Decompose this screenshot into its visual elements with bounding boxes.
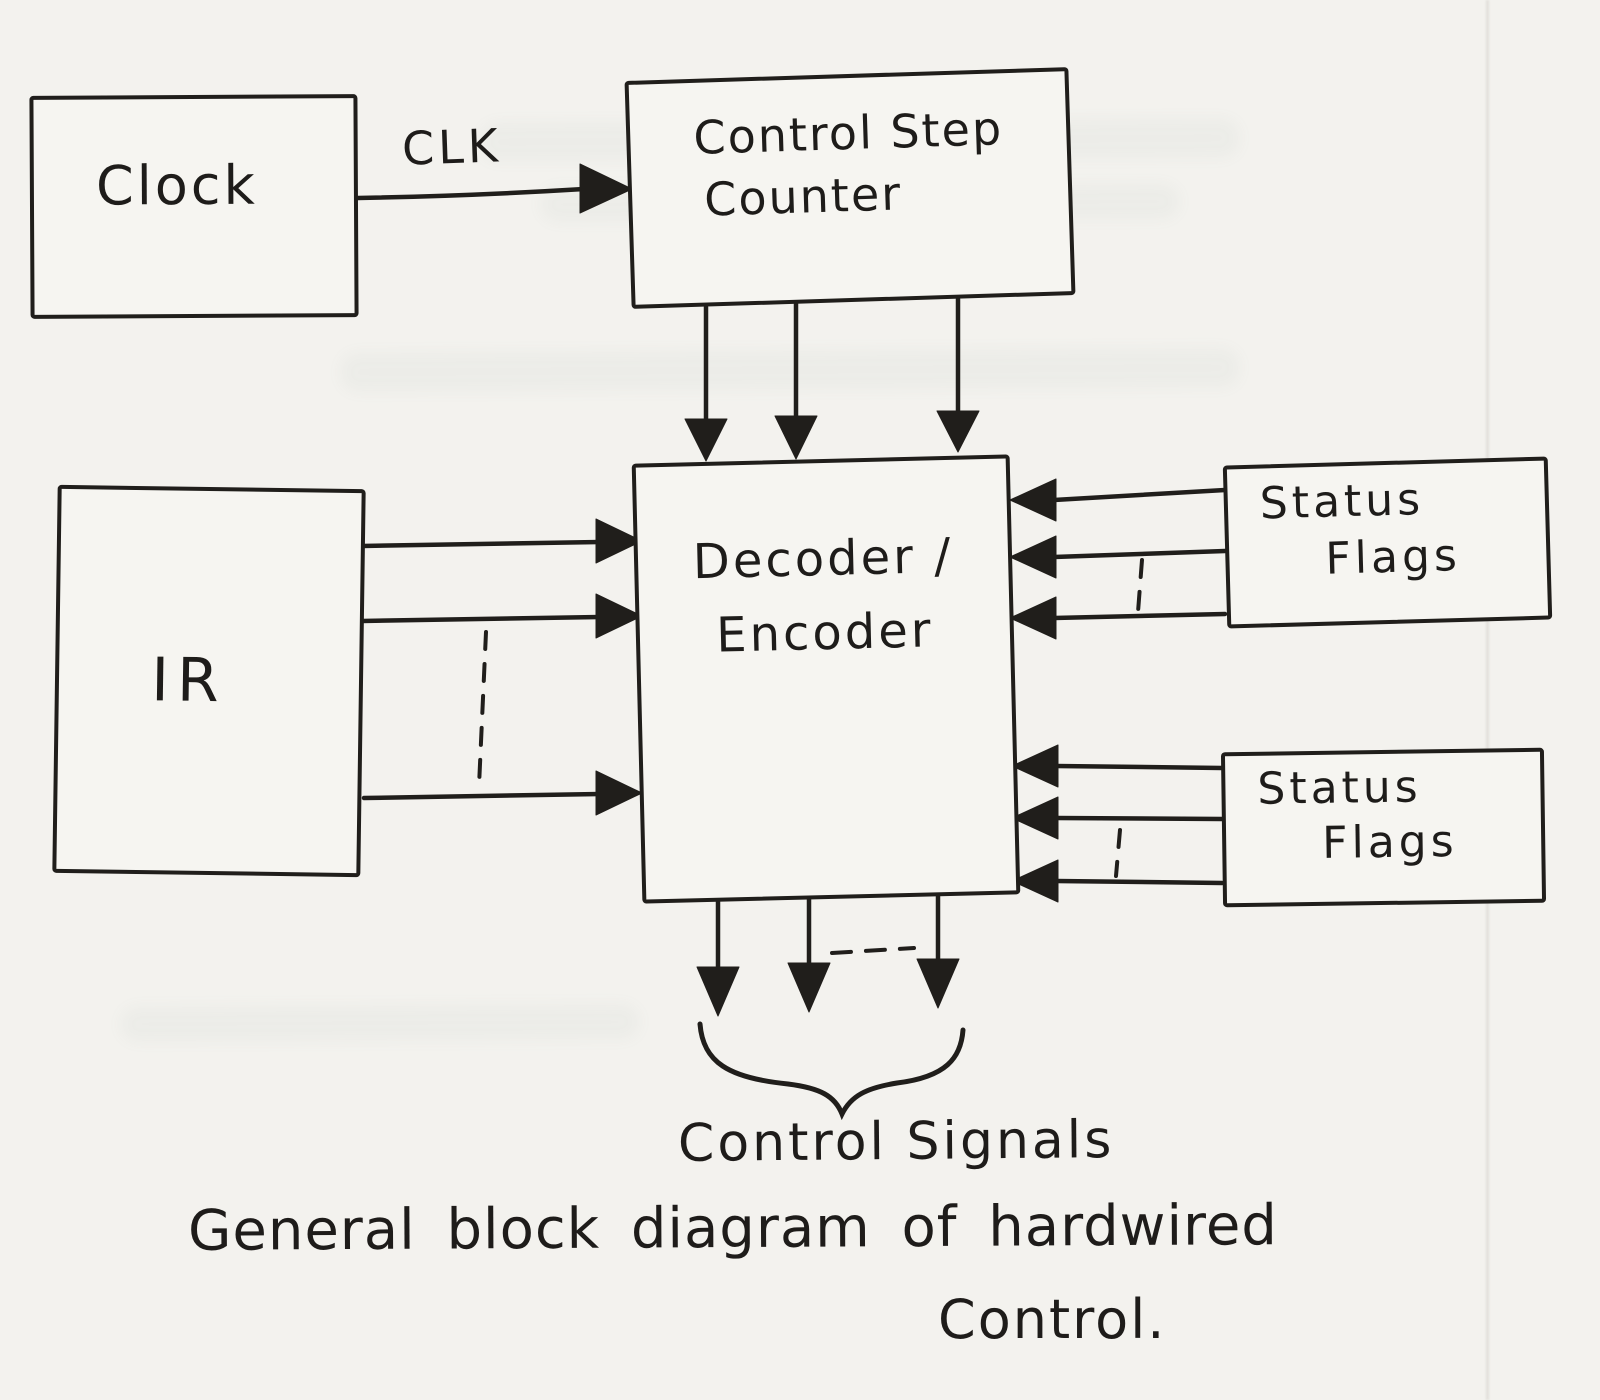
control-step-counter-label-line-1: Control Step xyxy=(692,101,1004,165)
ir-label: IR xyxy=(150,645,228,717)
arrow-head xyxy=(774,415,818,460)
decoder-encoder-box: Decoder / Encoder xyxy=(631,454,1021,904)
clock-box: Clock xyxy=(29,94,359,319)
arrow-head xyxy=(1009,535,1057,579)
arrow-head xyxy=(595,770,643,816)
arrow-head xyxy=(787,962,831,1013)
arrow-line xyxy=(1051,611,1228,621)
arrow-head xyxy=(579,163,633,214)
arrow-line xyxy=(361,791,603,801)
arrow-head xyxy=(696,966,740,1017)
arrow-line xyxy=(1051,487,1228,503)
arrow-head xyxy=(595,593,643,639)
counter-to-decoder-arrows xyxy=(684,296,980,462)
control-signals-brace xyxy=(697,1021,966,1121)
status-flags-top-label-line-2: Flags xyxy=(1324,529,1462,585)
arrow-line xyxy=(1051,548,1228,560)
decoder-output-arrows xyxy=(696,893,960,1017)
arrow-head xyxy=(595,518,643,564)
arrow-head xyxy=(1011,859,1059,903)
status-flags-bottom-label-line-2: Flags xyxy=(1321,815,1458,869)
status-flags-top-label-line-1: Status xyxy=(1259,473,1425,530)
status-flags-top-box: Status Flags xyxy=(1222,456,1553,629)
caption-line-2: Control. xyxy=(938,1288,1167,1351)
arrow-head xyxy=(1009,478,1057,522)
ir-to-decoder-arrows xyxy=(359,518,643,816)
caption-line-1: General block diagram of hardwired xyxy=(187,1193,1279,1264)
control-step-counter-label-line-2: Counter xyxy=(703,166,903,227)
arrow-head xyxy=(1009,596,1057,640)
ellipsis-dashes xyxy=(477,630,488,788)
status-flags-bottom-box: Status Flags xyxy=(1220,747,1547,908)
control-step-counter-box: Control Step Counter xyxy=(624,67,1076,309)
arrow-line xyxy=(1053,815,1225,822)
arrow-head xyxy=(916,958,960,1009)
decoder-encoder-label-line-1: Decoder / xyxy=(692,527,954,591)
arrow-line xyxy=(355,186,587,201)
clock-label: Clock xyxy=(95,153,258,218)
ellipsis-dashes xyxy=(1114,828,1122,878)
arrow-head xyxy=(1011,796,1059,840)
page-crease xyxy=(1486,0,1489,1400)
clk-label: CLK xyxy=(401,118,503,176)
decoder-encoder-label-line-2: Encoder xyxy=(715,602,935,664)
clk-arrow xyxy=(355,163,633,214)
arrow-line xyxy=(1053,763,1225,771)
ellipsis-dashes xyxy=(830,946,916,955)
status-flags-bottom-label-line-1: Status xyxy=(1257,761,1423,815)
arrow-line xyxy=(359,614,603,624)
arrow-line xyxy=(359,539,603,549)
arrow-head xyxy=(684,418,728,462)
status-top-to-decoder-arrows xyxy=(1009,478,1228,640)
ellipsis-dashes xyxy=(1136,558,1144,614)
ir-box: IR xyxy=(52,484,366,878)
status-bottom-to-decoder-arrows xyxy=(1011,744,1225,903)
arrow-head xyxy=(1011,744,1059,788)
control-signals-label: Control Signals xyxy=(677,1110,1115,1174)
arrow-head xyxy=(936,410,980,453)
arrow-line xyxy=(1053,878,1225,886)
